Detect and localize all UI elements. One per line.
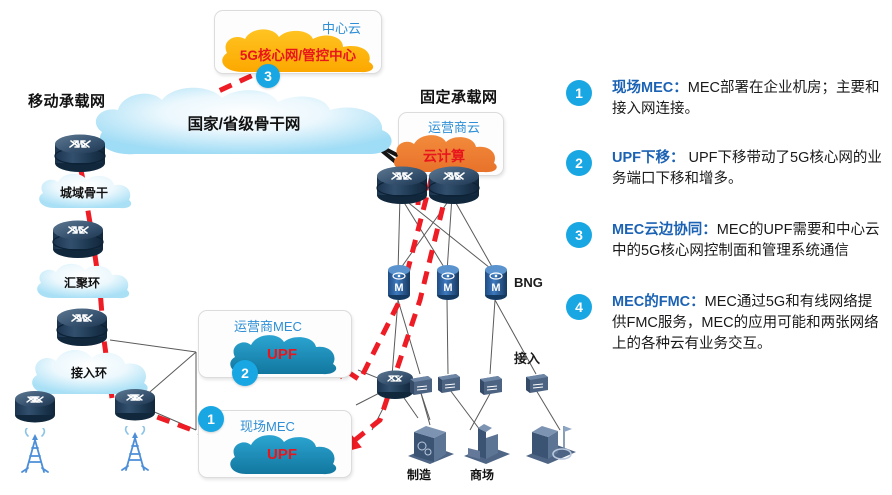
cloud-onsite-mec-upf-text: UPF: [267, 446, 297, 463]
cloud-national-backbone: 国家/省级骨干网: [88, 87, 400, 160]
central-cloud-text: 5G核心网/管控中心: [239, 48, 357, 63]
access-switch-4: [524, 372, 550, 394]
access-switch-2: [436, 372, 462, 394]
cloud-aggregation-ring: 汇聚环: [32, 262, 132, 302]
header-mobile-bearer-network: 移动承载网: [28, 93, 106, 110]
label-mall: 商场: [470, 468, 495, 482]
legend-badge-3: 3: [566, 222, 592, 249]
router-node-metro-core: [52, 130, 108, 174]
label-bng: BNG: [514, 275, 543, 290]
legend-text-1: 现场MEC：MEC部署在企业机房；主要和接入网连接。: [612, 78, 886, 120]
badge-onsite-mec: 1: [198, 406, 224, 432]
svg-text:M: M: [443, 282, 452, 294]
legend-item-1: 1 现场MEC：MEC部署在企业机房；主要和接入网连接。: [566, 78, 886, 120]
cloud-cloud-computing: 云计算: [388, 134, 500, 176]
operator-mec-panel-label: 运营商MEC: [234, 319, 302, 334]
onsite-mec-panel-label: 现场MEC: [240, 419, 295, 434]
legend-item-2: 2 UPF下移： UPF下移带动了5G核心网的业务端口下移和增多。: [566, 148, 886, 190]
cloud-operator-mec-upf: UPF: [224, 334, 340, 378]
cloud-cloud-computing-text: 云计算: [423, 148, 465, 164]
router-node-fixed-core-2: [426, 162, 482, 206]
badge-central-cloud: 3: [256, 64, 280, 88]
legend-badge-1: 1: [566, 80, 592, 106]
legend-heading-4: MEC的FMC：: [612, 294, 705, 311]
legend-item-3: 3 MEC云边协同：MEC的UPF需要和中心云中的5G核心网控制面和管理系统通信: [566, 220, 886, 262]
badge-operator-mec: 2: [232, 360, 258, 386]
router-node-fixed-access: [374, 368, 416, 400]
central-cloud-5g-core: 5G核心网/管控中心: [213, 28, 383, 76]
operator-cloud-panel-label: 运营商云: [428, 120, 481, 135]
legend-body-2: UPF下移带动了5G核心网的业务端口下移和增多。: [612, 150, 882, 188]
router-node-fixed-core-1: [374, 162, 430, 206]
router-node-aggregation: [50, 216, 106, 260]
legend-list: 1 现场MEC：MEC部署在企业机房；主要和接入网连接。 2 UPF下移： UP…: [566, 78, 886, 377]
legend-heading-3: MEC云边协同：: [612, 222, 717, 239]
building-mall: [460, 422, 514, 468]
cloud-onsite-mec-upf: UPF: [224, 434, 340, 478]
cell-tower-2: [118, 425, 152, 474]
cell-tower-1: [18, 427, 52, 476]
building-campus: [520, 420, 582, 470]
cloud-national-backbone-text: 国家/省级骨干网: [187, 116, 301, 133]
legend-text-3: MEC云边协同：MEC的UPF需要和中心云中的5G核心网控制面和管理系统通信: [612, 220, 886, 262]
bng-device-3: M: [481, 262, 511, 302]
building-manufacturing: [404, 422, 458, 468]
svg-text:M: M: [491, 282, 500, 294]
router-node-basestation-right: [112, 386, 158, 422]
cloud-access-ring-text: 接入环: [70, 366, 107, 380]
legend-heading-2: UPF下移：: [612, 150, 685, 167]
legend-text-2: UPF下移： UPF下移带动了5G核心网的业务端口下移和增多。: [612, 148, 886, 190]
legend-heading-1: 现场MEC：: [612, 80, 688, 96]
label-manufacturing: 制造: [407, 468, 432, 482]
legend-body-1: MEC部署在企业机房；主要和接入网连接。: [612, 80, 880, 118]
header-fixed-bearer-network: 固定承载网: [420, 89, 498, 106]
bng-device-1: M: [384, 262, 414, 302]
cloud-metro-backbone-text: 城域骨干: [59, 186, 108, 200]
legend-badge-4: 4: [566, 294, 592, 321]
access-switch-1: [408, 374, 434, 396]
router-node-access-ring: [54, 304, 110, 348]
cloud-access-ring: 接入环: [26, 348, 152, 398]
router-node-basestation-left: [12, 388, 58, 424]
legend-badge-2: 2: [566, 150, 592, 177]
cloud-operator-mec-upf-text: UPF: [267, 346, 297, 363]
legend-body-4: MEC通过5G和有线网络提供FMC服务，MEC的应用可能和两张网络上的各种云有业…: [612, 294, 879, 353]
cloud-metro-backbone: 城域骨干: [34, 172, 134, 212]
legend-text-4: MEC的FMC：MEC通过5G和有线网络提供FMC服务，MEC的应用可能和两张网…: [612, 292, 886, 355]
legend-body-3: MEC的UPF需要和中心云中的5G核心网控制面和管理系统通信: [612, 222, 880, 260]
cloud-aggregation-ring-text: 汇聚环: [63, 276, 100, 290]
bng-device-2: M: [433, 262, 463, 302]
access-switch-3: [478, 374, 504, 396]
legend-item-4: 4 MEC的FMC：MEC通过5G和有线网络提供FMC服务，MEC的应用可能和两…: [566, 292, 886, 355]
svg-text:M: M: [394, 282, 403, 294]
central-cloud-panel-label: 中心云: [322, 21, 362, 36]
label-access: 接入: [514, 351, 541, 366]
